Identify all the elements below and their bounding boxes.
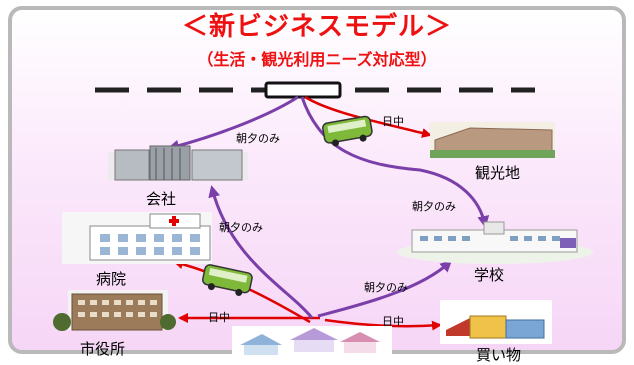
me-route-school-2 — [317, 259, 453, 318]
place-label-school: 学校 — [474, 266, 505, 284]
daytime-route-shopping — [324, 318, 442, 331]
daytime-route-hospital — [173, 259, 311, 324]
place-label-sightseeing: 観光地 — [475, 164, 521, 182]
me-route-company-2 — [208, 185, 314, 319]
route-label-morning-evening: 朝夕のみ — [236, 132, 280, 145]
railway-line — [95, 81, 535, 99]
route-label-morning-evening: 朝夕のみ — [219, 221, 263, 234]
bus-icon — [322, 115, 373, 147]
me-route-school — [300, 96, 490, 228]
bus-icon — [202, 264, 253, 296]
cityhall-building-icon — [53, 290, 176, 331]
shopping-building-icon — [440, 300, 552, 344]
route-label-daytime: 日中 — [382, 115, 404, 128]
me-route-company — [167, 95, 299, 152]
place-label-hospital: 病院 — [96, 270, 127, 288]
houses-icon — [232, 326, 392, 360]
hospital-building-icon — [62, 212, 212, 264]
school-building-icon — [397, 221, 593, 264]
place-label-company: 会社 — [146, 190, 177, 208]
daytime-routes — [173, 95, 442, 331]
sightseeing-building-icon — [430, 122, 555, 158]
diagram-subtitle: （生活・観光利用ニーズ対応型） — [197, 50, 437, 69]
morning-evening-routes — [167, 95, 490, 319]
place-label-city-hall: 市役所 — [80, 340, 126, 358]
route-label-daytime: 日中 — [382, 315, 404, 328]
diagram-title: ＜新ビジネスモデル＞ — [181, 12, 452, 42]
station-icon — [264, 81, 342, 99]
route-label-morning-evening: 朝夕のみ — [412, 200, 456, 213]
route-label-daytime: 日中 — [208, 311, 230, 324]
route-label-morning-evening: 朝夕のみ — [364, 281, 408, 294]
place-label-shopping: 買い物 — [476, 346, 522, 364]
company-building-icon — [108, 145, 248, 181]
daytime-route-sightseeing — [304, 95, 432, 138]
